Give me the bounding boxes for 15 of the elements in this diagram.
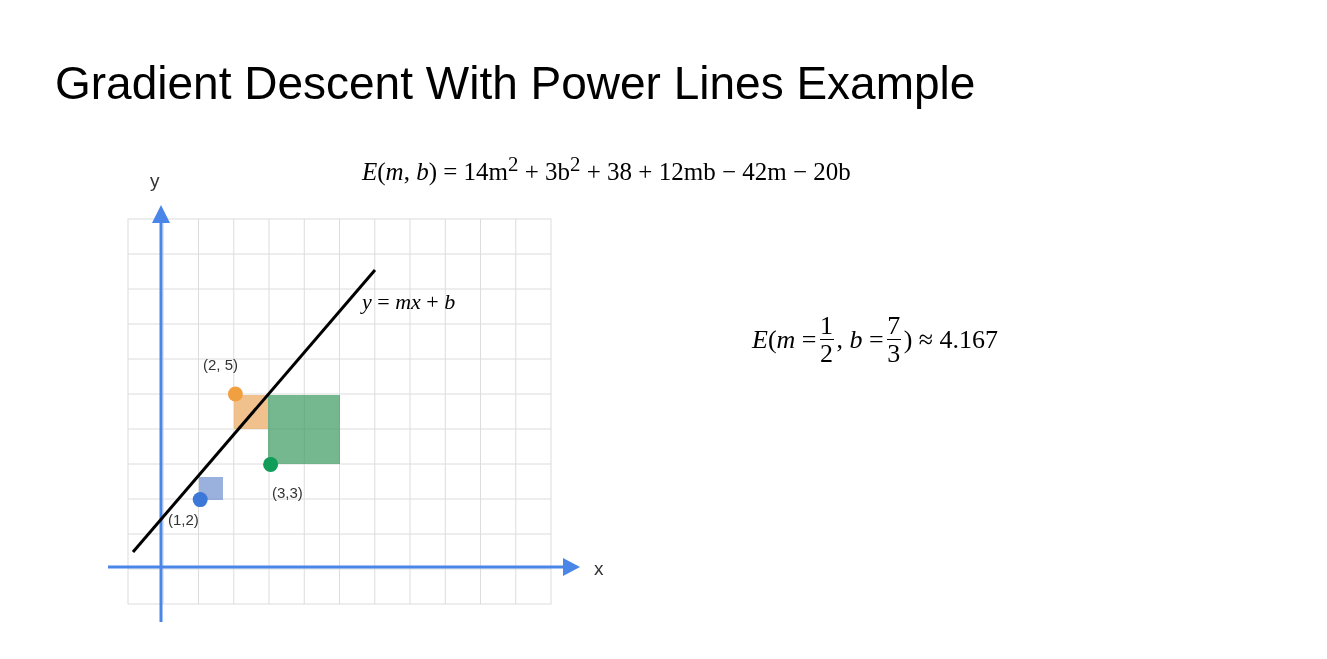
- fraction-denominator: 3: [887, 340, 901, 368]
- point-label: (2, 5): [203, 356, 238, 373]
- axis-label: x: [594, 558, 604, 580]
- point-label: (1,2): [168, 511, 199, 528]
- fraction-denominator: 2: [820, 340, 833, 368]
- line-equation: y = mx + b: [362, 289, 456, 315]
- equation-part: E(m =: [752, 324, 817, 355]
- point-label: (3,3): [272, 484, 303, 501]
- equation-part: , b =: [836, 324, 884, 355]
- fraction-numerator: 1: [820, 312, 833, 340]
- slide-title: Gradient Descent With Power Lines Example: [55, 56, 976, 110]
- fraction-numerator: 7: [887, 312, 901, 340]
- equation: E(m, b) = 14m$^{2}$ + 3b$^{2}$ + 38 + 12mb − 42m − 20b: [362, 152, 851, 187]
- equation-part: ) ≈ 4.167: [903, 324, 999, 355]
- axis-label: y: [150, 170, 160, 192]
